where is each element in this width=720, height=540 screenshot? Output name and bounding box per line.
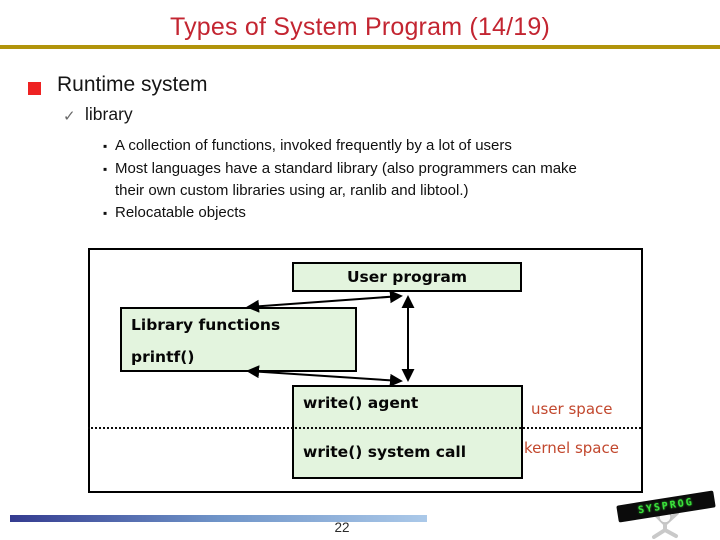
user-kernel-divider-line [88,427,641,429]
write-system-call-label: write() system call [303,443,467,461]
list-item: their own custom libraries using ar, ran… [103,180,703,202]
user-space-label: user space [531,400,613,418]
checkmark-icon: ✓ [63,108,76,125]
footer-gradient-bar [10,515,427,522]
title-divider-rule [0,45,720,49]
sub-bullet-list: ▪ A collection of functions, invoked freq… [103,135,703,224]
printf-label: printf() [131,348,195,366]
diagram-frame [88,248,643,493]
sysprog-logo: SYSPROG [610,490,720,540]
list-item: ▪ Most languages have a standard library … [103,158,703,181]
slide-title: Types of System Program (14/19) [170,13,550,41]
list-item-text: their own custom libraries using ar, ran… [115,182,469,199]
list-item-text: A collection of functions, invoked frequ… [115,137,512,154]
heading-runtime-system: Runtime system [57,73,208,96]
list-item-text: Most languages have a standard library (… [115,159,577,177]
subheading-library: library [85,104,133,124]
list-item-text: Relocatable objects [115,203,246,221]
kernel-space-label: kernel space [524,439,619,457]
library-functions-box: Library functions printf() [120,307,357,372]
square-bullet-icon: ▪ [103,161,108,176]
square-bullet-icon: ▪ [103,205,108,220]
list-item: ▪ A collection of functions, invoked freq… [103,135,703,158]
square-bullet-icon: ▪ [103,139,108,153]
red-square-bullet-icon [28,82,41,95]
write-box: write() agent write() system call [292,385,523,479]
page-number: 22 [334,520,350,535]
write-agent-label: write() agent [303,394,419,412]
user-program-box: User program [292,262,522,292]
list-item: ▪ Relocatable objects [103,202,703,225]
library-functions-label: Library functions [131,316,281,334]
